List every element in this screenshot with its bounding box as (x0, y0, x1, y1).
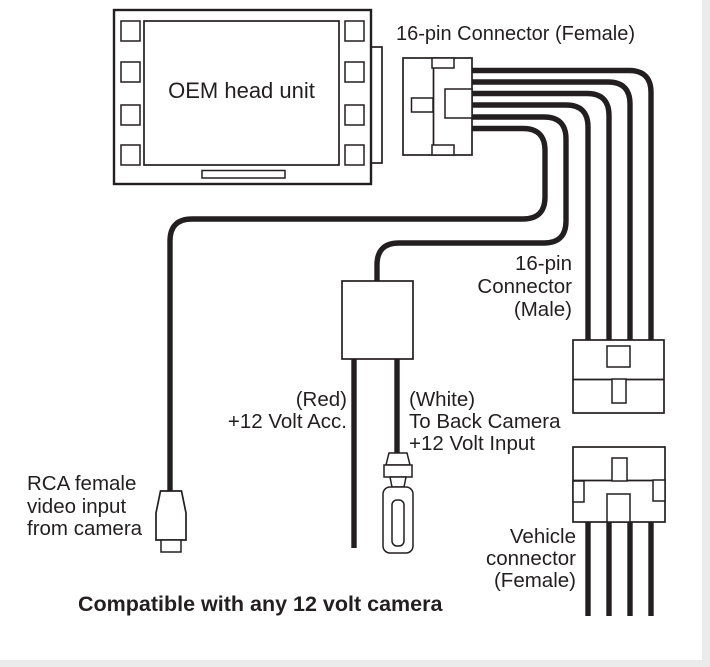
wire-passthrough-4 (470, 67, 654, 343)
head-unit-slot (201, 169, 286, 179)
head-unit-button (120, 20, 141, 42)
vehicle-connector-tab-top (611, 457, 628, 482)
head-unit-label: OEM head unit (168, 78, 315, 103)
male-connector-16pin (572, 339, 665, 414)
rca-jack-body (155, 490, 187, 541)
compatibility-note: Compatible with any 12 volt camera (78, 592, 443, 616)
harness-wires (167, 67, 654, 493)
page-edge-right (702, 0, 710, 667)
male-connector-tab (611, 378, 627, 404)
rca-jack-opening (160, 539, 182, 553)
white-wire-label: (White) To Back Camera +12 Volt Input (409, 389, 561, 455)
head-unit-button (344, 104, 365, 126)
rca-jack (155, 490, 187, 553)
red-wire-label-line: +12 Volt Acc. (227, 410, 347, 433)
white-wire-label-line: +12 Volt Input (409, 432, 535, 455)
white-wire-label-line: To Back Camera (409, 410, 561, 433)
wire-rca-video (167, 125, 548, 493)
female-connector-16pin (402, 57, 473, 156)
male-connector-label-line: 16-pin (515, 252, 572, 275)
vehicle-connector-notch-right (652, 479, 666, 502)
rca-jack-label-line: from camera (27, 517, 143, 540)
rca-jack-label-line: RCA female (27, 472, 137, 495)
junction-box (341, 280, 414, 360)
male-connector-latch (606, 345, 631, 368)
head-unit-button (344, 61, 365, 83)
head-unit-button (344, 20, 365, 42)
wire-passthrough-3 (470, 79, 633, 343)
terminal-neck (389, 476, 407, 488)
male-connector-label-line: (Male) (513, 298, 572, 321)
head-unit-button (120, 144, 141, 166)
wire-passthrough-1 (470, 102, 591, 343)
vehicle-connector-latch (606, 493, 631, 523)
female-connector-tab-bottom (431, 144, 455, 156)
head-unit-button (120, 104, 141, 126)
red-wire-label-line: (Red) (295, 388, 347, 411)
male-connector-label-line: Connector (477, 275, 572, 298)
terminal-barrel (383, 464, 413, 478)
spade-terminal (382, 452, 414, 554)
rca-jack-label: RCA female video input from camera (27, 472, 143, 541)
white-wire-label-line: (White) (409, 388, 476, 411)
vehicle-connector (572, 446, 666, 616)
vehicle-connector-label-line: (Female) (493, 569, 576, 592)
vehicle-connector-label-line: Vehicle (509, 525, 576, 548)
female-connector-tab-top (431, 57, 455, 69)
vehicle-connector-notch-left (572, 480, 585, 503)
junction-box-assembly (341, 280, 414, 554)
page-edge-bottom (0, 660, 710, 667)
female-connector-label: 16-pin Connector (Female) (396, 23, 635, 45)
male-connector-label: 16-pin Connector (Male) (420, 252, 572, 321)
head-unit-button (344, 144, 365, 166)
vehicle-connector-label-line: connector (485, 547, 576, 570)
oem-head-unit (112, 8, 383, 186)
female-connector-notch-left (410, 97, 434, 113)
vehicle-connector-label: Vehicle connector (Female) (440, 526, 576, 592)
head-unit-screen (143, 20, 340, 166)
wire-passthrough-2 (470, 90, 612, 343)
female-connector-latch (444, 88, 473, 119)
terminal-slot (391, 499, 405, 547)
wire-to-junction-box (374, 114, 569, 284)
terminal-crimp (385, 452, 411, 466)
head-unit-button (120, 61, 141, 83)
rca-jack-label-line: video input (27, 494, 127, 518)
red-wire-label: (Red) +12 Volt Acc. (197, 389, 347, 433)
